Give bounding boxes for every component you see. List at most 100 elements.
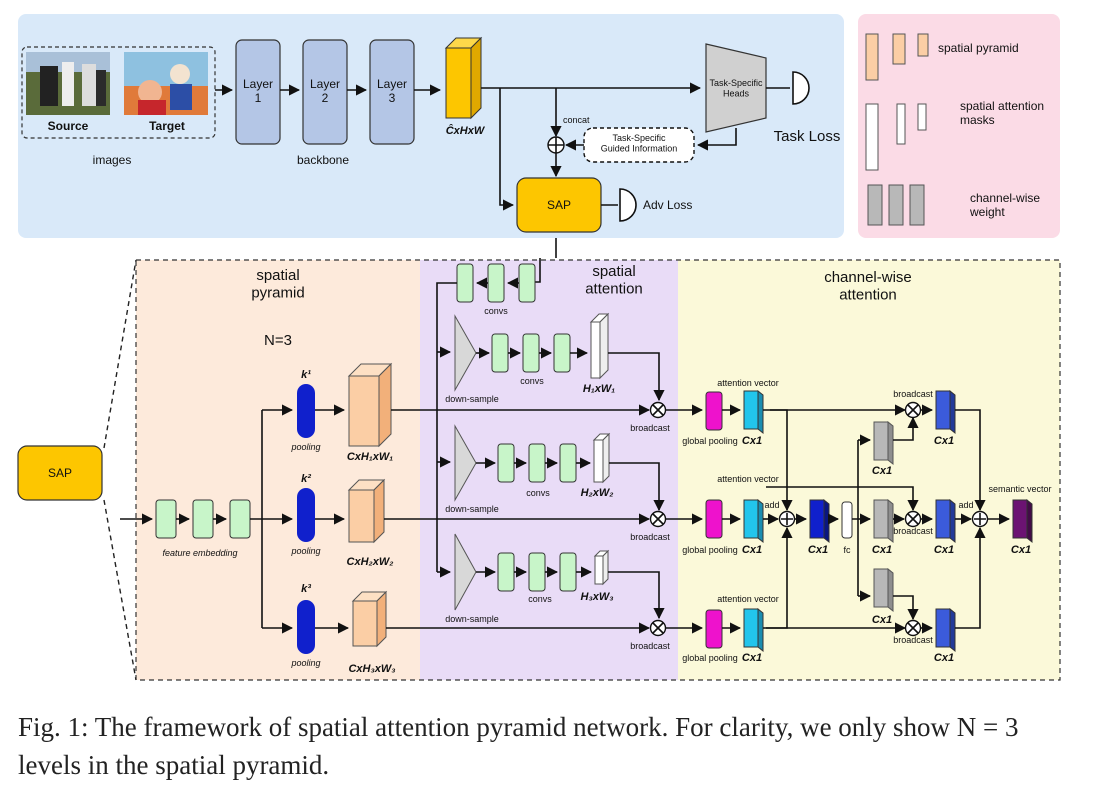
guided-info-box xyxy=(583,127,695,163)
sap-block-detail xyxy=(17,445,103,501)
legend-panel xyxy=(858,14,1060,238)
layer-1-block xyxy=(235,39,281,145)
task-loss-label: Task Loss xyxy=(774,128,841,145)
pool-1 xyxy=(297,384,315,438)
attention-vector-3-label: attention vector xyxy=(717,594,779,604)
pyramid-block-2 xyxy=(347,478,386,544)
attention-level-3 xyxy=(454,533,665,620)
broadcast-1-label: broadcast xyxy=(630,423,670,433)
embed-conv-3 xyxy=(229,499,251,539)
pyramid-block-1 xyxy=(347,362,393,448)
fc-label: fc xyxy=(843,545,851,555)
down-sample-1-label: down-sample xyxy=(445,394,499,404)
kernel-1-label: k¹ xyxy=(301,369,311,381)
multiply-op-6 xyxy=(904,619,922,637)
pyramid-dim-1: CxH₁xW₁ xyxy=(347,451,393,463)
global-pool-1-label: global pooling xyxy=(682,436,738,446)
figure-caption: Fig. 1: The framework of spatial attenti… xyxy=(18,712,1019,780)
multiply-op-4 xyxy=(904,401,922,419)
att-conv-top-1 xyxy=(518,263,536,303)
layer-3-block xyxy=(369,39,415,145)
global-pool-3 xyxy=(705,609,723,649)
task-heads-block xyxy=(705,43,767,133)
adv-loss-icon xyxy=(619,188,637,222)
down-sample-2-label: down-sample xyxy=(445,504,499,514)
cw-2-dim: Cx1 xyxy=(872,544,892,556)
av-3-dim: Cx1 xyxy=(742,652,762,664)
add-op-2 xyxy=(971,510,989,528)
add-2-label: add xyxy=(958,500,973,510)
cw-3-dim: Cx1 xyxy=(872,614,892,626)
embed-conv-1 xyxy=(155,499,177,539)
channel-weight-3 xyxy=(873,567,894,613)
global-pool-2-label: global pooling xyxy=(682,545,738,555)
feature-tensor xyxy=(444,36,483,120)
rw-1-dim: Cx1 xyxy=(934,435,954,447)
layer-2-block xyxy=(302,39,348,145)
attention-vector-1 xyxy=(743,389,764,435)
rw-3-dim: Cx1 xyxy=(934,652,954,664)
detail-border xyxy=(135,259,1061,681)
embed-conv-2 xyxy=(192,499,214,539)
sap-label-detail: SAP xyxy=(48,466,72,480)
reweighted-vector-1 xyxy=(935,389,956,435)
reweighted-vector-3 xyxy=(935,607,956,653)
pyramid-dim-2: CxH₂xW₂ xyxy=(347,556,394,568)
kernel-3-label: k³ xyxy=(301,583,311,595)
source-image xyxy=(26,52,110,115)
cw-1-dim: Cx1 xyxy=(872,465,892,477)
feature-dim-label: ĈxHxW xyxy=(446,124,486,137)
top-panel xyxy=(18,14,844,238)
legend-pyramid-label: spatial pyramid xyxy=(938,41,1019,55)
attention-vector-3 xyxy=(743,607,764,653)
fused-vector xyxy=(809,498,830,544)
semantic-vector xyxy=(1012,498,1033,544)
legend-weight-icon xyxy=(867,184,925,226)
multiply-op-2 xyxy=(649,510,667,528)
down-sample-3-label: down-sample xyxy=(445,614,499,624)
attention-vector-2-label: attention vector xyxy=(717,474,779,484)
add-1-label: add xyxy=(764,500,779,510)
source-label: Source xyxy=(48,119,89,133)
broadcast-4-label: broadcast xyxy=(893,389,933,399)
pyramid-block-3 xyxy=(351,590,388,648)
global-pool-1 xyxy=(705,391,723,431)
concat-label: concat xyxy=(563,115,590,125)
mask-dim-1: H₁xW₁ xyxy=(583,383,615,395)
broadcast-6-label: broadcast xyxy=(893,635,933,645)
legend-mask-icon xyxy=(865,103,927,171)
att-conv-top-2 xyxy=(487,263,505,303)
feature-embedding-label: feature embedding xyxy=(162,548,237,558)
broadcast-3-label: broadcast xyxy=(630,641,670,651)
attention-level-2 xyxy=(454,424,665,512)
fc-layer xyxy=(841,501,853,539)
target-image xyxy=(124,52,208,115)
attention-level-1 xyxy=(454,312,665,402)
semantic-dim: Cx1 xyxy=(1011,544,1031,556)
pyramid-dim-3: CxH₃xW₃ xyxy=(348,663,395,675)
attention-vector-1-label: attention vector xyxy=(717,378,779,388)
global-pool-2 xyxy=(705,499,723,539)
broadcast-5-label: broadcast xyxy=(893,526,933,536)
av-1-dim: Cx1 xyxy=(742,435,762,447)
adv-loss-label: Adv Loss xyxy=(643,198,692,212)
images-group xyxy=(21,46,216,139)
images-caption: images xyxy=(93,153,132,167)
channel-panel xyxy=(678,260,1060,680)
att-conv-top-3 xyxy=(456,263,474,303)
convs-3-label: convs xyxy=(528,594,552,604)
n-label: N=3 xyxy=(264,332,292,349)
convs-1-label: convs xyxy=(520,376,544,386)
legend-pyramid-icon xyxy=(865,33,929,81)
global-pool-3-label: global pooling xyxy=(682,653,738,663)
pool-3 xyxy=(297,600,315,654)
